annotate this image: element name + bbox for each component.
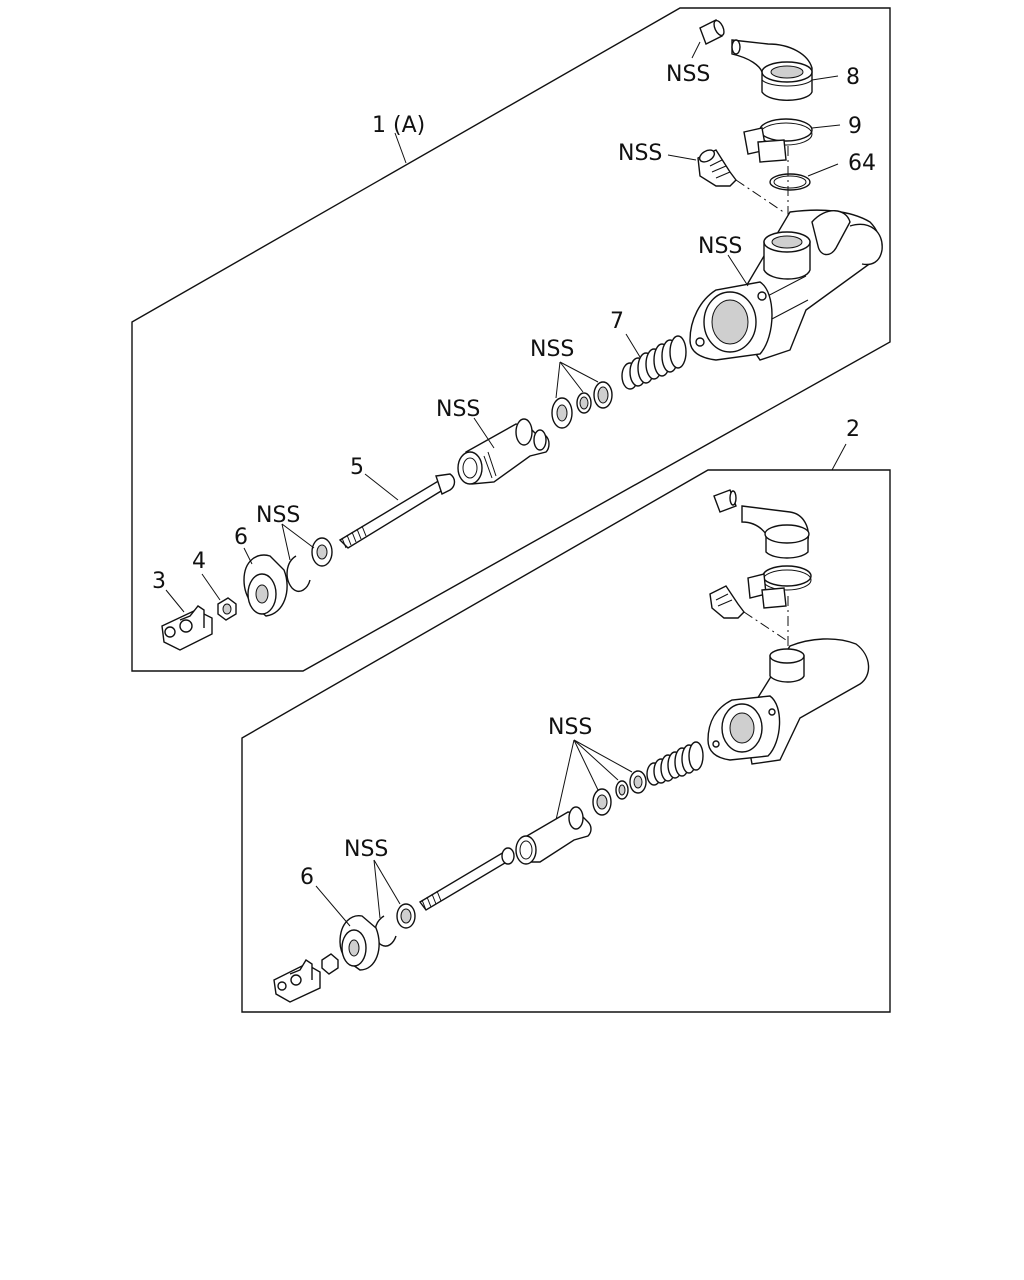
part-5-leader [364, 473, 399, 501]
part-7-spring [621, 335, 687, 390]
assembly-2-seal-set [592, 770, 647, 816]
assembly-2-piston [515, 806, 592, 865]
master-cylinder-body [689, 209, 883, 361]
fitting-axis-line [735, 179, 786, 214]
part-64-leader [807, 163, 839, 177]
part-5-label: 5 [350, 455, 364, 480]
nss-seals-label: NSS [530, 337, 574, 362]
part-5-pushrod [338, 473, 456, 549]
assembly-2-part-6-label: 6 [300, 865, 314, 890]
assembly-2-nut [321, 953, 339, 975]
assembly-2-nss-seals-leader-4 [573, 739, 633, 773]
part-6-boot [243, 554, 288, 617]
assembly-2-nss-snapring-leader-2 [373, 859, 401, 905]
assembly-1-title: 1 (A) [372, 113, 425, 138]
assembly-2-fitting-axis [743, 611, 787, 641]
part-3-clevis [161, 605, 213, 651]
assembly-2-clevis [273, 959, 321, 1003]
part-4-leader [201, 573, 221, 601]
part-6-label: 6 [234, 525, 248, 550]
assembly-2-part-6-boot [339, 915, 380, 971]
assembly-1-frame [131, 7, 891, 672]
cap-part-1 [699, 19, 725, 45]
assembly-2-nss-seals-leader-2 [573, 739, 599, 791]
nss-snapring-leader-2 [281, 523, 315, 549]
nss-seals-leader-3 [559, 361, 599, 383]
part-8-label: 8 [846, 65, 860, 90]
assembly-2-title-leader [831, 443, 847, 471]
nss-seals-leader-2 [559, 361, 584, 393]
nss-housing-label: NSS [698, 234, 742, 259]
assembly-2-nss-seals-label: NSS [548, 715, 592, 740]
nss-top-cap-leader [691, 41, 701, 59]
nss-housing-leader [727, 254, 749, 287]
part-8-hose-fitting [731, 39, 813, 101]
assembly-2-frame [241, 469, 891, 1013]
assembly-2-pushrod [418, 847, 515, 911]
nss-snapring-label: NSS [256, 503, 300, 528]
part-7-label: 7 [610, 309, 624, 334]
assembly-2-cylinder-body [707, 638, 870, 765]
nss-snapring-leader-1 [281, 523, 291, 561]
part-3-label: 3 [152, 569, 166, 594]
assembly-2-spring [646, 741, 704, 786]
part-7-leader [625, 333, 641, 358]
part-6-leader [243, 547, 253, 565]
part-9-clamp [743, 118, 813, 163]
part-9-label: 9 [848, 114, 862, 139]
assembly-1-title-leader [394, 132, 407, 164]
assembly-2-clamp [747, 565, 812, 609]
assembly-2-title: 2 [846, 417, 860, 442]
part-4-nut [217, 597, 237, 621]
nss-fitting-label: NSS [618, 141, 662, 166]
nss-piston-label: NSS [436, 397, 480, 422]
piston [457, 418, 550, 485]
nss-top-cap-label: NSS [666, 62, 710, 87]
part-9-leader [811, 124, 841, 129]
assembly-2-bleeder [709, 585, 745, 619]
assembly-2-nss-snapring-leader-1 [373, 859, 381, 919]
assembly-2-hose-fitting [713, 489, 810, 559]
nss-seals-leader-1 [555, 361, 561, 399]
assembly-2-part-6-leader [315, 885, 351, 927]
part-4-label: 4 [192, 549, 206, 574]
part-64-o-ring [769, 173, 811, 191]
bleeder-fitting [697, 149, 737, 187]
assembly-2-nss-seals-leader-3 [573, 739, 619, 781]
nss-piston-leader [473, 417, 495, 449]
snap-ring-washer [286, 537, 333, 592]
part-3-leader [165, 589, 185, 613]
nss-fitting-leader [667, 154, 697, 161]
assembly-2-nss-seals-leader-1 [555, 739, 575, 821]
assembly-2-snap-ring-washer [374, 903, 416, 947]
assembly-2-nss-snapring-label: NSS [344, 837, 388, 862]
seal-set [551, 381, 613, 429]
part-64-label: 64 [848, 151, 876, 176]
part-8-leader [811, 75, 839, 81]
